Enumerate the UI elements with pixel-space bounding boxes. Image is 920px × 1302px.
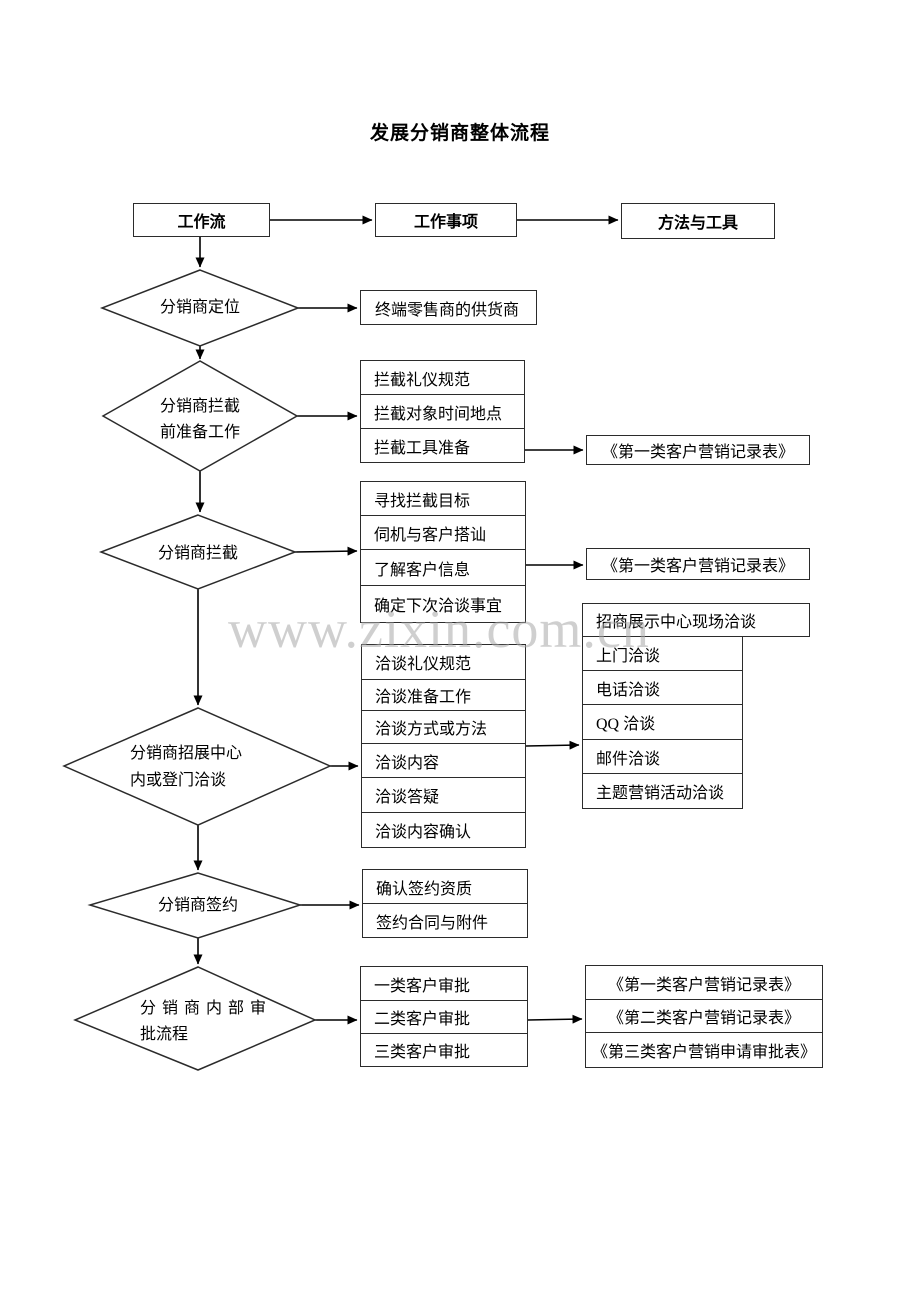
work-item-row: 洽谈答疑 (361, 777, 526, 813)
diamond-label-signing: 分销商签约 (157, 897, 238, 914)
decision-diamond-shape-1 (99, 269, 301, 347)
diamond-label-pre-intercept: 分销商拦截 前准备工作 (115, 394, 285, 446)
work-item-row: 拦截礼仪规范 (360, 360, 525, 395)
work-item-row: 确定下次洽谈事宜 (360, 585, 526, 623)
tool-row: 主题营销活动洽谈 (582, 773, 743, 809)
diamond-label-line: 分销商内部审 (140, 1000, 273, 1017)
header-workflow: 工作流 (133, 203, 270, 237)
work-item-group: 洽谈礼仪规范 洽谈准备工作 洽谈方式或方法 洽谈内容 洽谈答疑 洽谈内容确认 (361, 644, 526, 848)
work-item-row: 二类客户审批 (360, 1000, 528, 1034)
work-item-row: 了解客户信息 (360, 549, 526, 586)
work-item-row: 签约合同与附件 (362, 903, 528, 938)
diamond-label-line: 分销商招展中心 (130, 745, 243, 762)
work-item-row: 确认签约资质 (362, 869, 528, 904)
connector-lines (193, 215, 619, 1025)
decision-diamond-shape-6 (73, 966, 317, 1071)
tool-group: 招商展示中心现场洽谈 上门洽谈 电话洽谈 QQ 洽谈 邮件洽谈 主题营销活动洽谈 (582, 603, 810, 809)
work-item-box: 终端零售商的供货商 (360, 290, 537, 325)
page-title: 发展分销商整体流程 (369, 123, 550, 144)
tool-group: 《第一类客户营销记录表》 《第二类客户营销记录表》 《第三类客户营销申请审批表》 (585, 965, 823, 1068)
work-item-row: 拦截工具准备 (360, 428, 525, 463)
diamond-label-line: 批流程 (140, 1026, 189, 1043)
work-item-row: 洽谈方式或方法 (361, 710, 526, 744)
tool-box: 《第一类客户营销记录表》 (586, 548, 810, 580)
work-item-group: 拦截礼仪规范 拦截对象时间地点 拦截工具准备 (360, 360, 525, 463)
tool-row: QQ 洽谈 (582, 704, 743, 740)
decision-diamond-shape-4 (62, 707, 332, 826)
header-work-items: 工作事项 (375, 203, 517, 237)
tool-row: 上门洽谈 (582, 636, 743, 671)
decision-diamond-shape-3 (98, 514, 298, 590)
tool-row: 《第三类客户营销申请审批表》 (585, 1032, 823, 1068)
work-item-group: 确认签约资质 签约合同与附件 (362, 869, 528, 938)
work-item-row: 三类客户审批 (360, 1033, 528, 1067)
work-item-row: 拦截对象时间地点 (360, 394, 525, 429)
work-item-group: 一类客户审批 二类客户审批 三类客户审批 (360, 966, 528, 1067)
work-item-row: 洽谈内容确认 (361, 812, 526, 848)
work-item-row: 一类客户审批 (360, 966, 528, 1001)
decision-diamond-shape-2 (101, 360, 299, 472)
diamond-label-negotiation: 分销商招展中心 内或登门洽谈 (130, 740, 305, 794)
header-methods: 方法与工具 (621, 203, 775, 239)
work-item-row: 洽谈礼仪规范 (361, 644, 526, 680)
work-item-row: 洽谈准备工作 (361, 679, 526, 711)
tool-box: 《第一类客户营销记录表》 (586, 435, 810, 465)
diamond-label-positioning: 分销商定位 (159, 299, 240, 316)
diamond-label-line: 前准备工作 (159, 424, 240, 441)
decision-diamond-shape-5 (87, 872, 303, 939)
tool-row: 《第一类客户营销记录表》 (585, 965, 823, 1000)
diamond-label-line: 分销商拦截 (159, 398, 240, 415)
diamond-label-approval: 分销商内部审 批流程 (140, 996, 310, 1048)
tool-row: 招商展示中心现场洽谈 (582, 603, 810, 637)
work-item-group: 寻找拦截目标 伺机与客户搭讪 了解客户信息 确定下次洽谈事宜 (360, 481, 526, 623)
tool-row: 《第二类客户营销记录表》 (585, 999, 823, 1033)
tool-row: 电话洽谈 (582, 670, 743, 705)
diamond-label-line: 内或登门洽谈 (130, 772, 227, 789)
work-item-row: 寻找拦截目标 (360, 481, 526, 516)
work-item-row: 伺机与客户搭讪 (360, 515, 526, 550)
work-item-row: 洽谈内容 (361, 743, 526, 778)
diamond-label-intercept: 分销商拦截 (157, 545, 238, 562)
tool-row: 邮件洽谈 (582, 739, 743, 774)
